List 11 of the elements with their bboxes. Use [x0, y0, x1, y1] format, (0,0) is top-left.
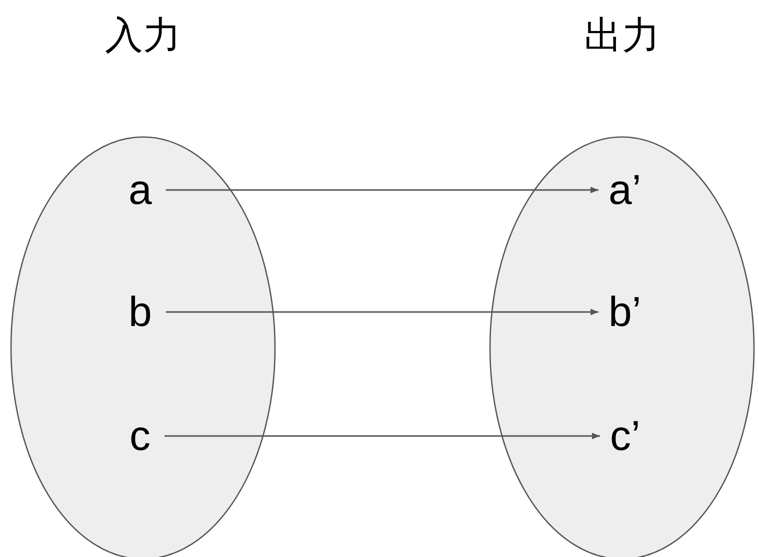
element-label: b [128, 288, 152, 336]
arrow [164, 432, 600, 440]
element-label: c’ [610, 412, 640, 460]
element-label: a’ [608, 166, 642, 214]
element-label: a [128, 166, 152, 214]
set-heading: 入力 [104, 14, 182, 58]
element-label: b’ [608, 288, 642, 336]
set-heading: 出力 [583, 14, 661, 58]
arrow [166, 308, 598, 316]
arrow [166, 186, 598, 194]
element-label: c [130, 412, 150, 460]
